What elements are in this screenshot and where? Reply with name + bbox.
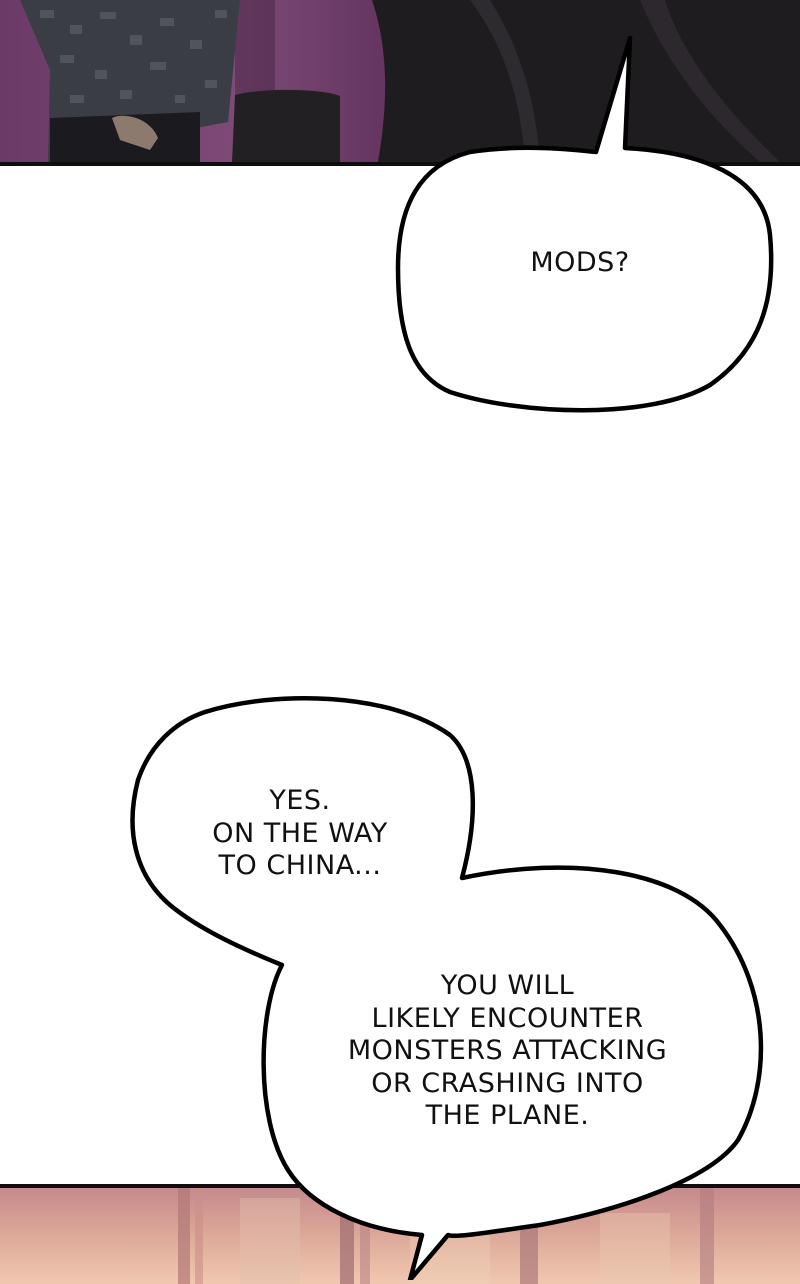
speech-text-warning: YOU WILL LIKELY ENCOUNTER MONSTERS ATTAC… [340, 970, 675, 1133]
speech-line: LIKELY ENCOUNTER [371, 1002, 644, 1034]
speech-line: TO CHINA... [218, 850, 382, 881]
speech-line: MODS? [530, 247, 630, 278]
speech-line: MONSTERS ATTACKING [347, 1035, 668, 1066]
top-panel-illustration [20, 0, 800, 162]
speech-text-yes: YES. ON THE WAY TO CHINA... [190, 785, 410, 883]
speech-line: YES. [269, 785, 331, 816]
speech-bubble-yes-warning [130, 695, 764, 1280]
speech-line: THE PLANE. [425, 1100, 590, 1131]
speech-line: YOU WILL [440, 970, 575, 1001]
speech-line: ON THE WAY [212, 817, 388, 849]
top-comic-panel [0, 0, 800, 166]
speech-line: OR CRASHING INTO [371, 1067, 644, 1099]
speech-text-mods: MODS? [500, 247, 660, 280]
speech-bubble-mods [395, 35, 774, 413]
